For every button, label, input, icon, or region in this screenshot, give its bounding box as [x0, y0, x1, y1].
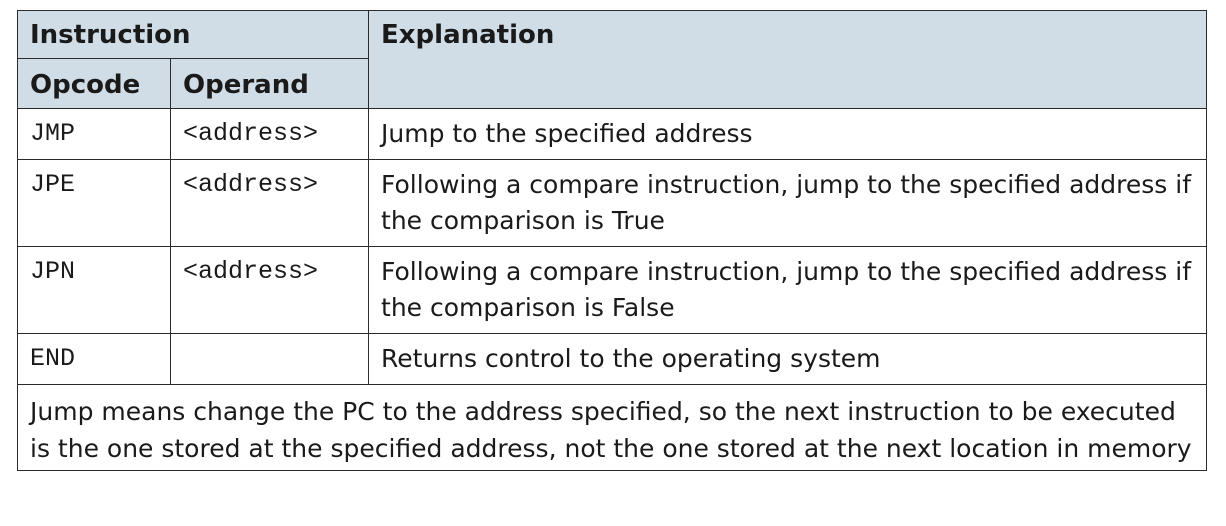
opcode-header: Opcode — [17, 58, 171, 109]
explanation-header: Explanation — [368, 10, 1208, 109]
operand-cell: <address> — [169, 159, 370, 247]
explanation-cell: Following a compare instruction, jump to… — [368, 159, 1208, 247]
table-row: END Returns control to the operating sys… — [17, 333, 1208, 385]
table-row: JPN <address> Following a compare instru… — [17, 246, 1208, 334]
instruction-table: Instruction Explanation Opcode Operand J… — [16, 10, 1208, 471]
opcode-cell: JPN — [17, 246, 171, 334]
explanation-cell: Returns control to the operating system — [368, 333, 1208, 385]
instruction-header: Instruction — [16, 10, 370, 59]
table-row: JPE <address> Following a compare instru… — [17, 159, 1208, 247]
header-row-bottom: Opcode Operand — [17, 58, 1207, 109]
operand-cell: <address> — [169, 246, 370, 334]
operand-cell: <address> — [169, 108, 370, 160]
opcode-cell: JMP — [17, 108, 171, 160]
operand-header: Operand — [169, 58, 370, 109]
explanation-cell: Following a compare instruction, jump to… — [368, 246, 1208, 334]
table-row: JMP <address> Jump to the specified addr… — [17, 108, 1208, 160]
note-row: Jump means change the PC to the address … — [16, 384, 1208, 471]
operand-cell — [169, 333, 370, 385]
explanation-cell: Jump to the specified address — [368, 108, 1208, 160]
note-text: Jump means change the PC to the address … — [16, 384, 1208, 471]
header-row-top: Instruction Explanation — [16, 10, 1208, 109]
opcode-cell: JPE — [17, 159, 171, 247]
opcode-cell: END — [17, 333, 171, 385]
